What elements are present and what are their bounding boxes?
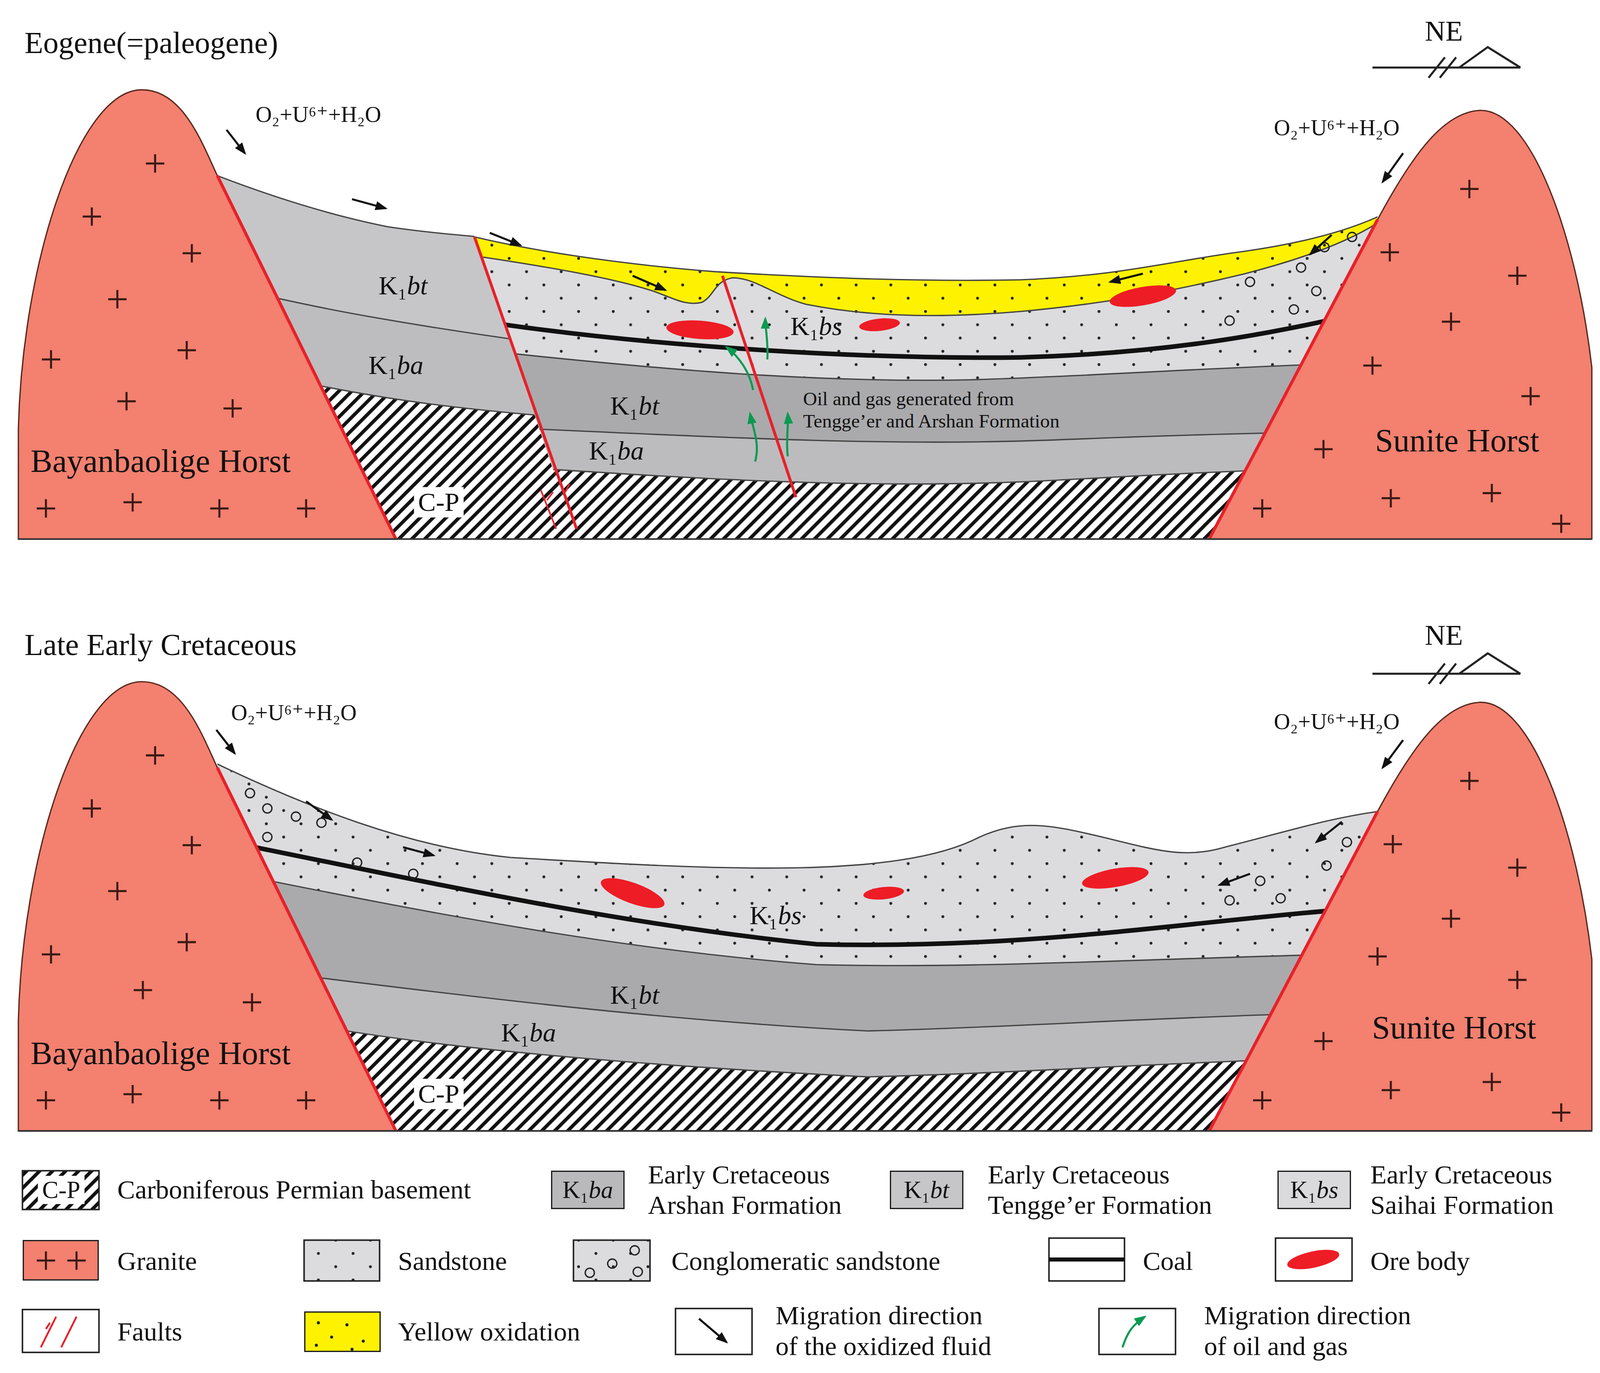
legend-text: Early Cretaceous Saihai Formation [1370,1159,1576,1221]
legend-text: Sandstone [397,1245,507,1277]
basement-label: C-P [413,486,464,518]
legend-text: Migration direction of oil and gas [1204,1300,1429,1362]
legend-text: Granite [117,1245,197,1277]
legend-text: Early Cretaceous Arshan Formation [648,1159,863,1221]
swatch-label: K₁bt [903,1175,950,1204]
fluid-label: O₂+U⁶⁺+H₂O [1274,708,1400,735]
formation-label: K₁bs [790,311,843,342]
north-arrow-label: NE [1425,14,1464,48]
swatch-label: C-P [38,1175,85,1204]
legend-text: Ore body [1370,1245,1470,1277]
legend-text: Coal [1142,1245,1193,1277]
formation-label: K₁ba [500,1017,556,1048]
legend-text: Conglomeratic sandstone [671,1245,941,1277]
formation-label: K₁bs [749,900,802,931]
formation-label: K₁ba [588,435,644,467]
horst-label: Bayanbaolige Horst [30,1034,291,1073]
fluid-label: O₂+U⁶⁺+H₂O [1274,114,1400,141]
swatch-label: K₁bs [1290,1175,1339,1204]
legend-text: Migration direction of the oxidized flui… [775,1300,1001,1362]
panel-title: Late Early Cretaceous [24,627,297,663]
horst-label: Bayanbaolige Horst [30,442,291,480]
formation-label: K₁bt [378,270,428,301]
formation-label: K₁bt [610,979,660,1011]
formation-label: K₁bt [610,391,660,422]
legend-text: Early Cretaceous Tengge’er Formation [987,1159,1228,1221]
basement-label: C-P [413,1078,464,1109]
legend-text: Faults [117,1316,183,1347]
legend-text: Carboniferous Permian basement [117,1174,471,1205]
fluid-label: O₂+U⁶⁺+H₂O [231,699,357,726]
horst-label: Sunite Horst [1374,422,1540,460]
note-text: Oil and gas generated from Tengge’er and… [802,387,1077,433]
panel-title: Eogene(=paleogene) [24,25,279,61]
horst-label: Sunite Horst [1371,1008,1537,1047]
legend-text: Yellow oxidation [397,1316,581,1347]
swatch-label: K₁ba [562,1175,614,1204]
north-arrow-label: NE [1425,618,1464,652]
late-early-cretaceous-section [0,681,1600,1131]
eogene-section [0,47,1600,540]
fluid-label: O₂+U⁶⁺+H₂O [255,101,382,128]
legend-swatch [22,1239,100,1281]
formation-label: K₁ba [368,349,424,381]
